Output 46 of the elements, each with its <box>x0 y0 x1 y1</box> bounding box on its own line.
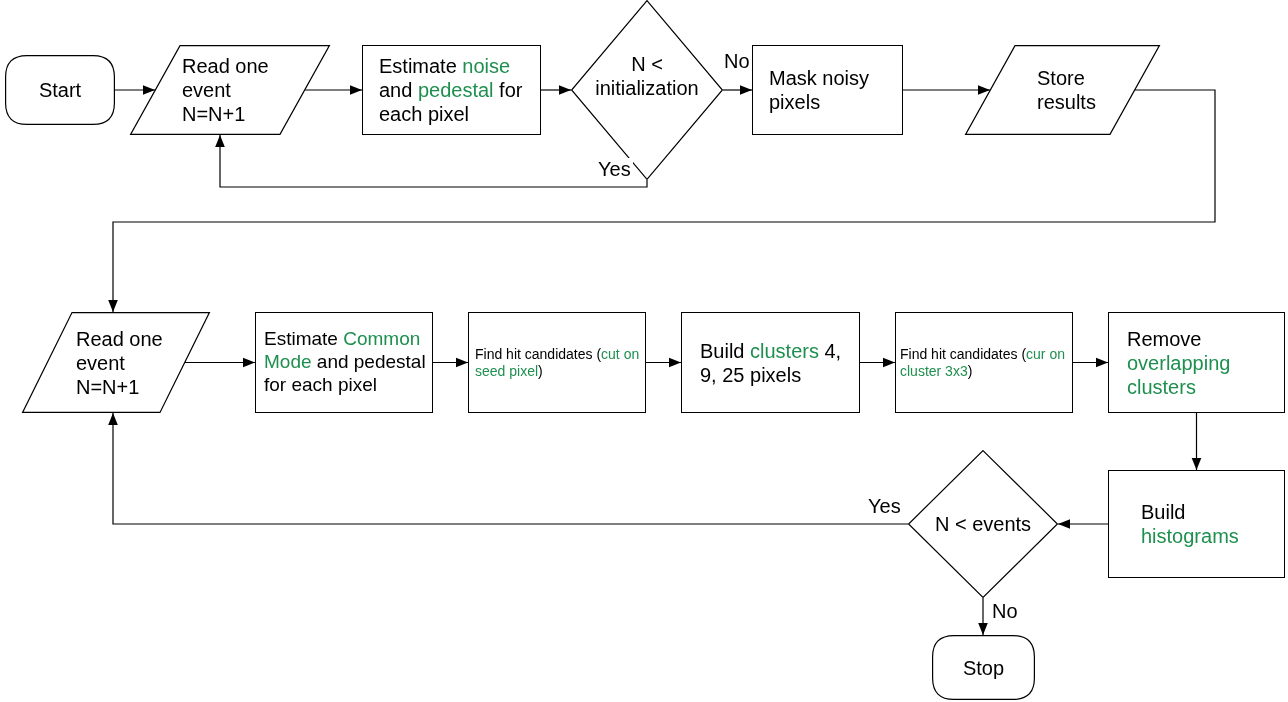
process-box <box>468 312 646 413</box>
process-box <box>255 312 433 413</box>
node-label: N < initialization <box>594 52 700 100</box>
process-box <box>362 45 541 135</box>
arrow <box>722 85 753 95</box>
terminal-box <box>932 635 1035 700</box>
arrow <box>902 85 991 95</box>
process-box <box>681 312 860 413</box>
arrow <box>304 85 363 95</box>
terminal-box <box>5 55 115 125</box>
node-label: Estimate noise and pedestal for each pixel <box>379 54 524 126</box>
process-box <box>752 45 903 135</box>
node-label: Read one event N=N+1 <box>76 326 164 399</box>
arrow <box>540 85 572 95</box>
node-label: N < events <box>934 512 1032 536</box>
node-label: Remove overlapping clusters <box>1127 326 1232 399</box>
arrow <box>978 597 988 636</box>
io-parallelogram <box>130 45 330 135</box>
process-box <box>895 312 1073 413</box>
node-label: Store results <box>1037 66 1097 114</box>
io-parallelogram <box>22 312 210 413</box>
arrow <box>108 412 909 525</box>
arrow <box>432 357 469 368</box>
process-box <box>1108 312 1285 413</box>
arrow <box>1057 519 1109 529</box>
arrow <box>1072 357 1109 368</box>
arrow <box>114 85 156 95</box>
arrow <box>1191 412 1202 471</box>
node-label: Find hit candidates (cur on cluster 3x3) <box>900 345 1066 380</box>
arrow <box>645 357 682 368</box>
io-parallelogram <box>965 45 1160 135</box>
arrow <box>215 134 648 188</box>
process-box <box>1108 470 1285 578</box>
arrow <box>859 357 896 368</box>
arrow <box>184 357 256 368</box>
node-label: Read one event N=N+1 <box>182 54 270 126</box>
node-label: Estimate Common Mode and pedestal for each pixel <box>264 328 427 397</box>
node-label: Build clusters 4, 9, 25 pixels <box>700 338 843 387</box>
node-label: Find hit candidates (cut on seed pixel) <box>475 345 641 380</box>
decision-diamond <box>571 0 723 180</box>
arrow <box>108 89 1216 313</box>
node-label: Stop <box>962 655 1005 680</box>
node-label: Build histograms <box>1141 500 1240 548</box>
node-label: Start <box>38 78 82 102</box>
decision-diamond <box>908 450 1058 598</box>
node-label: Mask noisy pixels <box>769 66 871 114</box>
